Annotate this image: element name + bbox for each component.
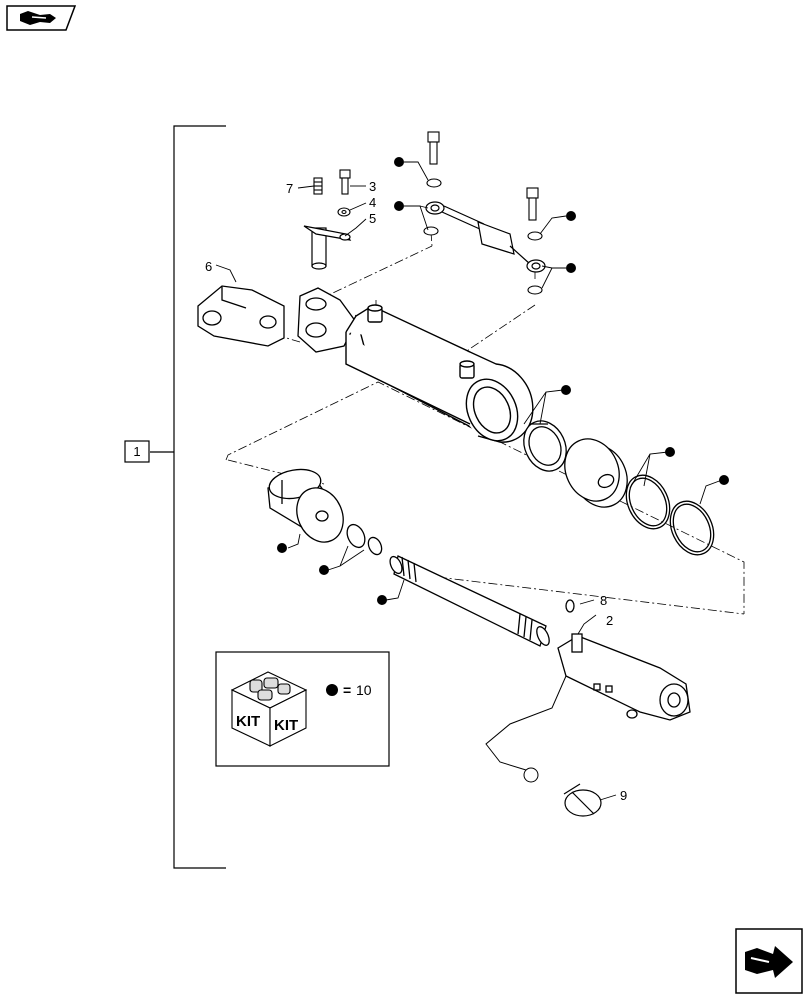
callout-3[interactable]: 3 [369, 179, 376, 194]
callout-9[interactable]: 9 [620, 788, 627, 803]
kit-marker-dot [277, 543, 287, 553]
kit-label-right: KIT [274, 717, 298, 734]
kit-marker-dot [566, 263, 576, 273]
kit-markers [277, 157, 729, 605]
assembly-bracket [150, 125, 226, 869]
kit-marker-dot [394, 157, 404, 167]
gland-ring [523, 420, 567, 472]
piston [564, 438, 628, 508]
top-link-end [557, 599, 691, 721]
kit-label-left: KIT [236, 713, 260, 730]
kit-marker-dot [319, 565, 329, 575]
next-page-button[interactable] [735, 928, 803, 994]
piston-head [267, 468, 344, 543]
callout-6[interactable]: 6 [205, 259, 212, 274]
cylinder-end-fitting [297, 287, 357, 353]
callout-8[interactable]: 8 [600, 593, 607, 608]
kit-marker-dot [665, 447, 675, 457]
kit-marker-dot [566, 211, 576, 221]
kit-legend-equals: = [343, 682, 351, 698]
kit-box-icon [230, 671, 308, 747]
kit-marker-dot [719, 475, 729, 485]
previous-page-button[interactable] [6, 5, 77, 31]
washer-4 [337, 207, 351, 217]
leader-lines [215, 161, 723, 801]
next-page-icon [735, 928, 803, 994]
kit-marker-dot [561, 385, 571, 395]
linkage-bolts [423, 131, 543, 295]
previous-page-icon [6, 5, 77, 31]
kit-legend: KIT KIT = 10 [215, 651, 390, 767]
cylinder-barrel [345, 304, 534, 443]
callout-1[interactable]: 1 [124, 440, 150, 463]
snap-rings [346, 523, 383, 556]
callout-5[interactable]: 5 [369, 211, 376, 226]
lynch-pin [563, 783, 602, 817]
clevis-6 [197, 285, 285, 347]
o-rings [625, 474, 715, 556]
clevis-pin [303, 225, 352, 270]
callout-4[interactable]: 4 [369, 195, 376, 210]
kit-marker-dot [394, 201, 404, 211]
callout-1-label: 1 [133, 444, 140, 459]
bolt-3 [339, 169, 351, 195]
callouts: 2 3 4 5 6 7 8 9 [205, 179, 627, 803]
callout-7[interactable]: 7 [286, 181, 293, 196]
chain [485, 675, 567, 783]
grease-nipple [313, 177, 323, 195]
turnbuckle-link [425, 201, 546, 273]
kit-marker-dot [377, 595, 387, 605]
kit-legend-dot [326, 684, 338, 696]
callout-2[interactable]: 2 [606, 613, 613, 628]
kit-legend-number[interactable]: 10 [356, 682, 372, 698]
piston-rod [389, 555, 550, 647]
